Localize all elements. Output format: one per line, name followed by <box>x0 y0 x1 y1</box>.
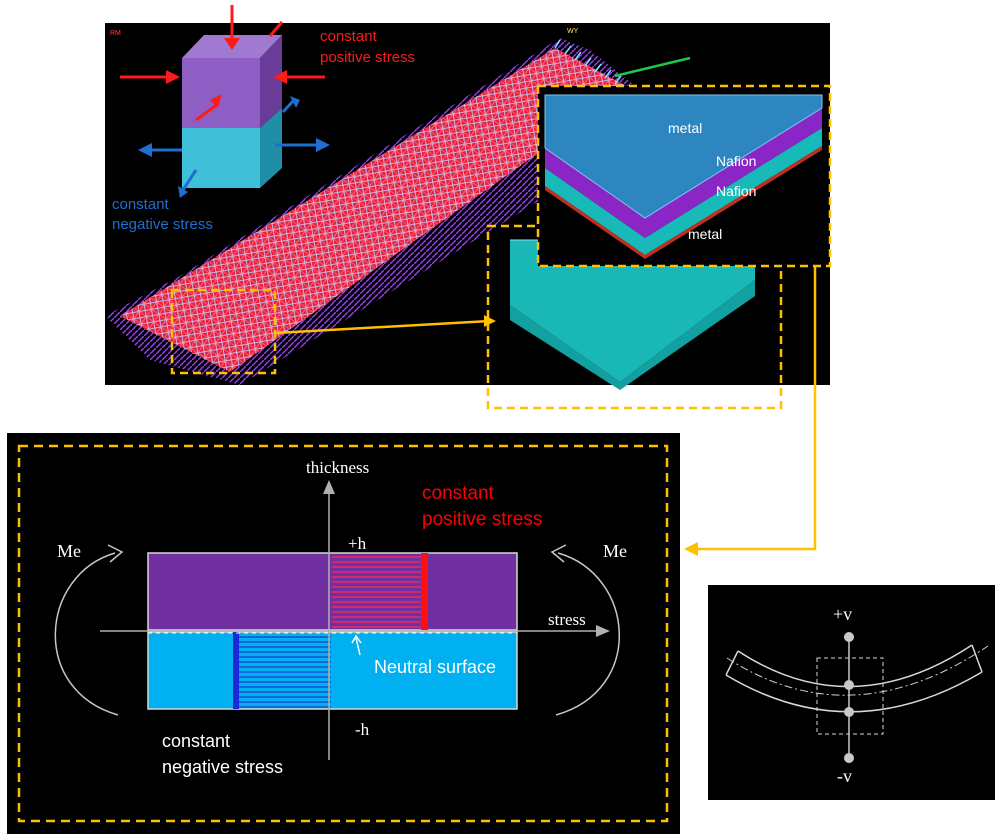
bottom-thickness-label: -h <box>355 720 370 739</box>
cube-positive-stress-line2: positive stress <box>320 49 416 66</box>
positive-stress-line1: constant <box>422 483 494 504</box>
negative-stress-edge <box>233 632 239 709</box>
zoom-box-layers <box>536 84 832 268</box>
zoom-box-small <box>170 288 277 375</box>
negative-stress-block <box>237 634 331 708</box>
beam-neutral-line <box>726 645 989 696</box>
layer-label-nafion-bottom: Nafion <box>716 183 757 199</box>
beam-bottom-edge <box>725 671 983 713</box>
layer-label-metal-bottom: metal <box>688 226 723 242</box>
mesh-strip <box>120 48 630 372</box>
connector-to-diagram <box>694 266 817 551</box>
zoom-leader <box>275 319 491 335</box>
cube-positive-stress-line1: constant <box>320 28 377 45</box>
beam-zoom-box <box>816 657 884 735</box>
moment-right-arc <box>555 552 620 716</box>
moment-left-arc <box>54 552 119 716</box>
neutral-surface-label: Neutral surface <box>374 657 497 677</box>
layer-label-metal-top: metal <box>668 120 703 136</box>
layer-stack <box>544 94 823 259</box>
stress-axis-label: stress <box>548 610 586 629</box>
top-thickness-label: +h <box>348 534 367 553</box>
compression-arrows <box>120 5 325 122</box>
fixed-face-label: Fixed face <box>703 48 768 64</box>
stress-diagram-border <box>17 444 669 823</box>
fixed-face-markers <box>554 39 622 85</box>
positive-stress-block <box>332 556 424 628</box>
cube-negative-stress-line1: constant <box>112 196 169 213</box>
negative-stress-line2: negative stress <box>162 757 284 777</box>
stress-cube <box>182 35 282 188</box>
cyan-layer <box>147 631 518 710</box>
axis-tag: WY <box>567 28 579 35</box>
thickness-axis-label: thickness <box>306 458 370 477</box>
corner-tag: RM <box>110 30 121 37</box>
negative-stress-line1: constant <box>162 731 231 751</box>
positive-stress-edge <box>421 553 428 630</box>
positive-stress-line2: positive stress <box>422 509 543 530</box>
beam-plus-v-label: +v <box>833 604 853 624</box>
moment-left-label: Me <box>57 541 81 561</box>
cube-negative-stress-line2: negative stress <box>112 216 213 233</box>
beam-panel <box>708 585 995 800</box>
beam-top-edge <box>737 644 973 688</box>
beam-minus-v-label: -v <box>837 766 852 786</box>
fixed-face-leader <box>614 56 691 78</box>
tension-arrows <box>138 96 330 198</box>
moment-right-label: Me <box>603 541 627 561</box>
layer-label-nafion-top: Nafion <box>716 153 757 169</box>
